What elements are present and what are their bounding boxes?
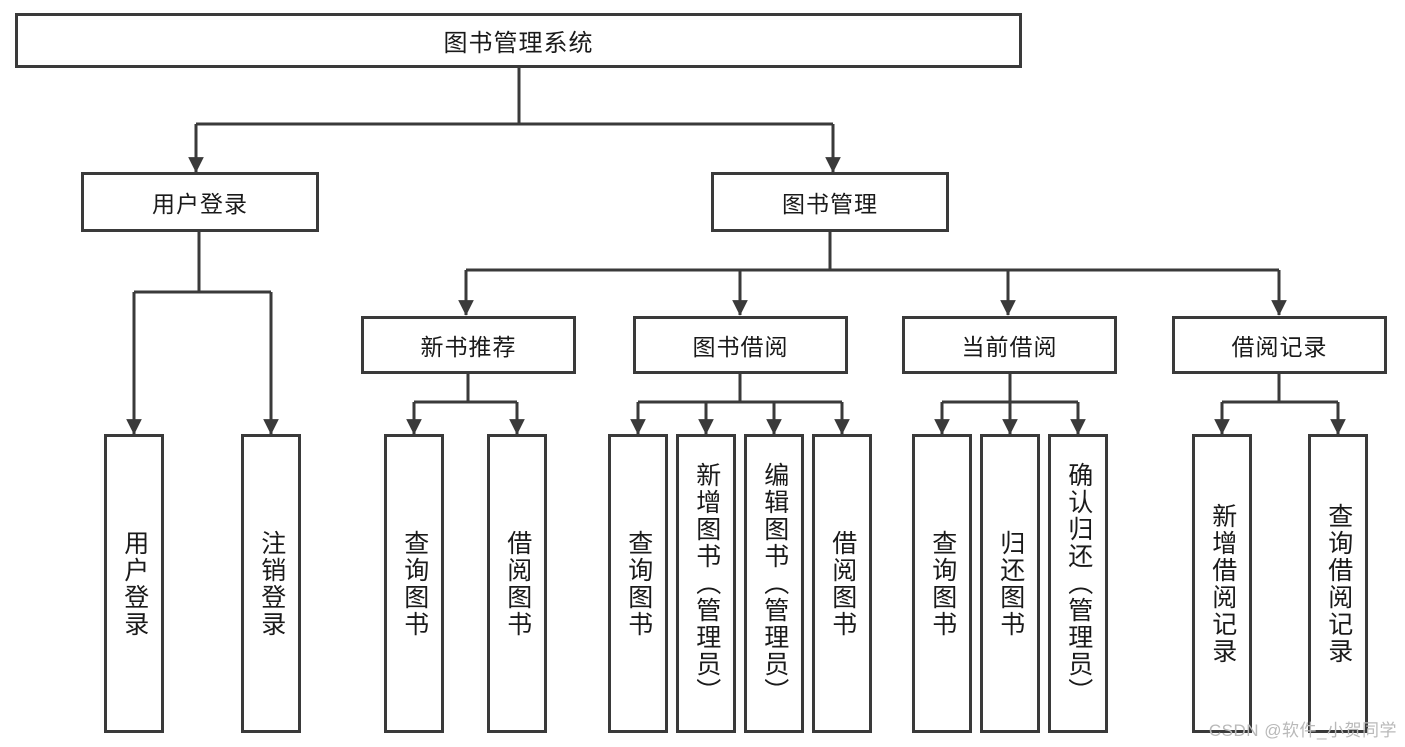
node-root[interactable]: 图书管理系统: [15, 13, 1022, 68]
node-user-login[interactable]: 用户登录: [81, 172, 319, 232]
node-leaf-return-book[interactable]: 归还图书: [980, 434, 1040, 733]
node-leaf-add-record[interactable]: 新增借阅记录: [1192, 434, 1252, 733]
node-leaf-query-book-3[interactable]: 查询图书: [912, 434, 972, 733]
node-current-borrow[interactable]: 当前借阅: [902, 316, 1117, 374]
node-leaf-logout[interactable]: 注销登录: [241, 434, 301, 733]
node-leaf-query-record[interactable]: 查询借阅记录: [1308, 434, 1368, 733]
node-borrow-record[interactable]: 借阅记录: [1172, 316, 1387, 374]
node-book-borrow[interactable]: 图书借阅: [633, 316, 848, 374]
node-leaf-borrow-book-2[interactable]: 借阅图书: [812, 434, 872, 733]
node-leaf-query-book-2[interactable]: 查询图书: [608, 434, 668, 733]
node-leaf-add-book[interactable]: 新增图书（管理员）: [676, 434, 736, 733]
node-leaf-query-book-1[interactable]: 查询图书: [384, 434, 444, 733]
node-leaf-confirm-return[interactable]: 确认归还（管理员）: [1048, 434, 1108, 733]
node-new-book-recommend[interactable]: 新书推荐: [361, 316, 576, 374]
node-leaf-user-login[interactable]: 用户登录: [104, 434, 164, 733]
node-leaf-edit-book[interactable]: 编辑图书（管理员）: [744, 434, 804, 733]
watermark-text: CSDN @软件_小贺同学: [1208, 721, 1397, 740]
node-leaf-borrow-book-1[interactable]: 借阅图书: [487, 434, 547, 733]
node-book-management[interactable]: 图书管理: [711, 172, 949, 232]
